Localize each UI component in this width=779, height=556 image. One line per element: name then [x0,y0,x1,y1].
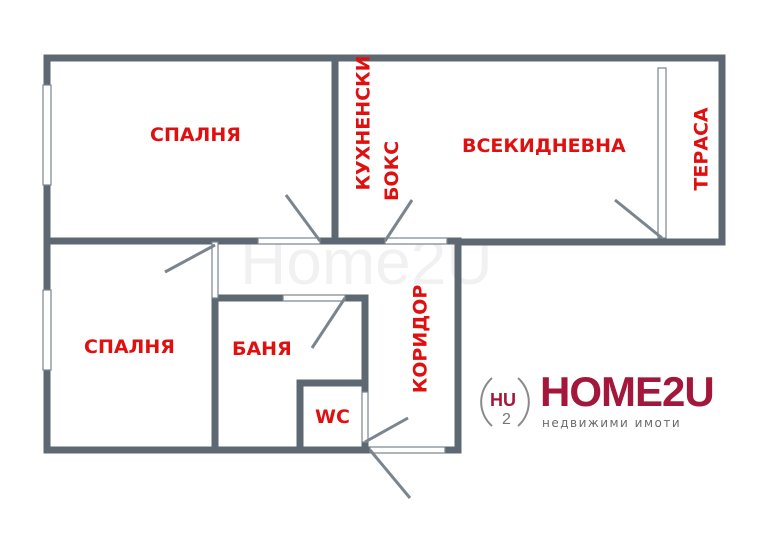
logo-brand: HOME2U [540,368,715,416]
door-bath [282,294,346,302]
logo-brand-suffix: 2U [662,368,715,415]
window-terrace [657,67,667,239]
label-bathroom: БАНЯ [232,338,292,360]
logo-mark-icon: HU 2 [480,377,530,428]
logo-brand-main: HOME [540,368,663,415]
label-living-room: ВСЕКИДНЕВНА [462,135,626,157]
home2u-logo: HU 2 HOME2U недвижими имоти [478,366,728,436]
label-bedroom-1: СПАЛНЯ [150,124,241,146]
label-bedroom-2: СПАЛНЯ [84,336,175,358]
door-kitchen [384,237,448,245]
label-terrace: ТЕРАСА [690,107,713,191]
svg-text:HU: HU [490,390,516,410]
door-bedroom2 [211,241,219,299]
label-corridor: КОРИДОР [409,284,432,394]
label-wc: WC [315,406,350,428]
window-bedroom1 [42,84,52,186]
label-kitchen-line2: БОКС [381,140,404,202]
door-bedroom1 [257,237,321,245]
wall-wc [296,379,369,454]
door-wc [361,391,369,443]
label-kitchen-line1: КУХНЕНСКИ [352,55,375,191]
logo-tagline: недвижими имоти [542,416,682,430]
door-entrance [369,446,446,454]
window-bedroom2 [42,289,52,371]
svg-text:2: 2 [502,411,511,428]
